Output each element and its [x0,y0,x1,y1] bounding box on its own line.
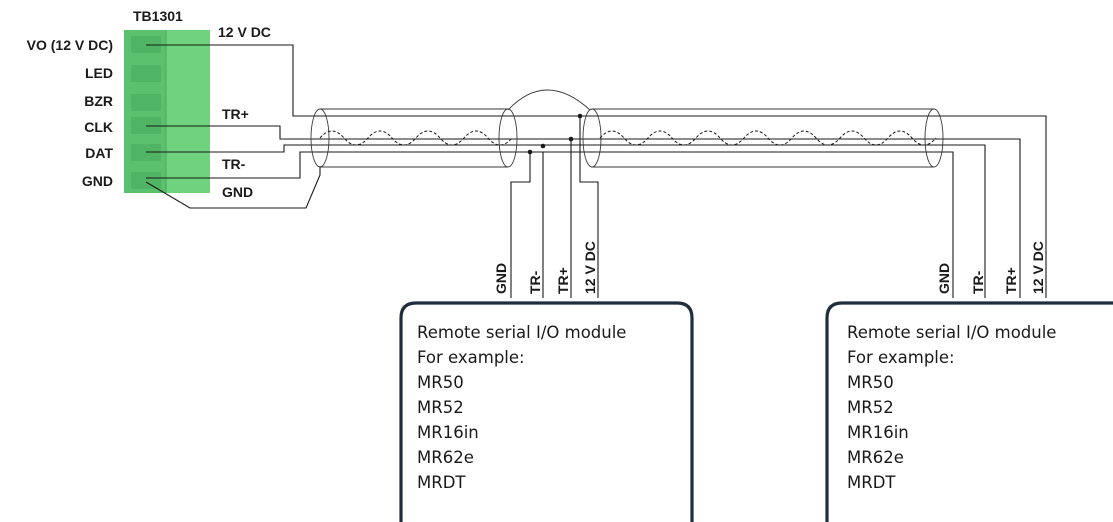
right-module-line-2: For example: [847,348,955,367]
right-conn-trminus: TR- [970,270,986,294]
left-conn-trplus: TR+ [555,267,571,294]
left-module-line-3: MR50 [417,373,464,392]
right-module-line-4: MR52 [847,398,894,417]
right-conn-12v: 12 V DC [1030,241,1046,294]
terminal-wires [145,44,1047,298]
pin-label-gnd: GND [82,173,113,189]
pin-label-bzr: BZR [84,93,113,109]
remote-module-right: Remote serial I/O module For example: MR… [825,301,1113,522]
right-module-line-7: MRDT [847,473,896,492]
left-module-line-2: For example: [417,348,525,367]
shield-bridge [507,89,591,111]
right-module-line-3: MR50 [847,373,894,392]
shielded-cable-2 [582,108,944,168]
left-module-line-5: MR16in [417,423,479,442]
wire-label-gnd: GND [222,184,253,200]
left-conn-trminus: TR- [527,270,543,294]
pin-label-clk: CLK [84,119,113,135]
shielded-cable-1 [310,108,518,168]
left-module-line-4: MR52 [417,398,464,417]
wire-label-12v: 12 V DC [218,24,271,40]
pin-label-led: LED [85,65,113,81]
terminal-side [166,30,210,193]
pin-label-dat: DAT [85,145,113,161]
wire-label-trplus: TR+ [222,106,249,122]
left-conn-gnd: GND [493,263,509,294]
right-module-line-5: MR16in [847,423,909,442]
right-conn-gnd: GND [936,263,952,294]
terminal-title: TB1301 [133,8,183,24]
left-module-line-1: Remote serial I/O module [417,323,626,342]
left-module-drops [510,113,599,298]
wire-label-trminus: TR- [222,156,246,172]
remote-module-left: Remote serial I/O module For example: MR… [399,301,694,522]
terminal-block-tb1301 [124,30,210,193]
left-conn-12v: 12 V DC [582,241,598,294]
right-conn-trplus: TR+ [1003,267,1019,294]
right-module-line-6: MR62e [847,448,904,467]
left-module-line-7: MRDT [417,473,466,492]
left-module-line-6: MR62e [417,448,474,467]
terminal-slots [131,36,161,189]
right-module-line-1: Remote serial I/O module [847,323,1056,342]
pin-label-vo: VO (12 V DC) [27,37,113,53]
